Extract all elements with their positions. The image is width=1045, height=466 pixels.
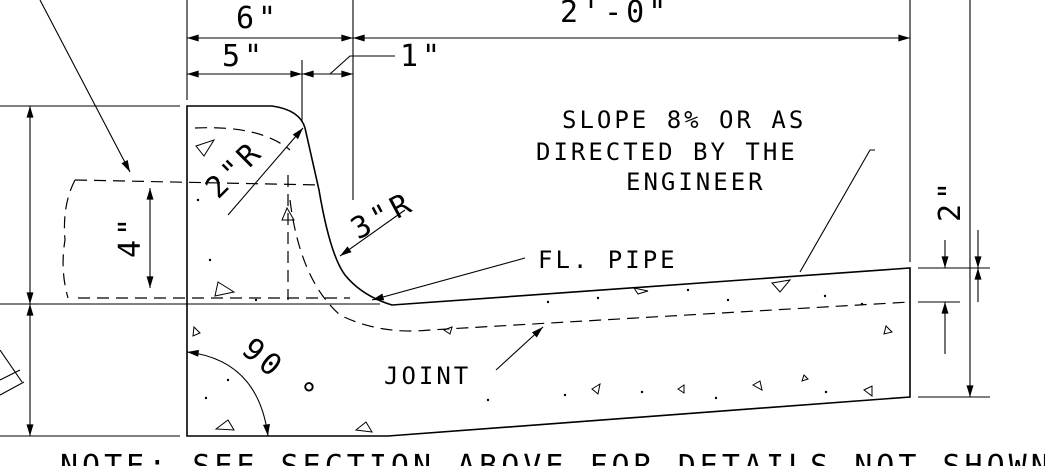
radius-2in: 2"R [199,134,271,206]
dim-6in: 6" [236,1,280,36]
dim-4in: 4" [113,214,148,258]
dim-5in: 5" [222,39,266,74]
extension-lines [0,0,990,437]
curb-outline [186,105,911,437]
dim-1in: 1" [400,39,444,74]
radius-3in: 3"R [345,185,420,247]
callout-slope-line3: ENGINEER [626,168,766,196]
dim-2ft-0in: 2'-0" [560,0,670,30]
angle-90: 90 ° [235,331,325,415]
aggregate-symbols [192,139,893,433]
callout-slope-line2: DIRECTED BY THE [536,138,798,166]
callout-fl-pipe: FL. PIPE [538,246,678,274]
leader-lines [0,0,875,437]
note-text: NOTE: SEE SECTION ABOVE FOR DETAILS NOT … [60,449,1045,466]
dashed-hidden-lines [62,127,911,332]
dim-2in-right: 2" [933,178,968,222]
callout-joint: JOINT [384,362,471,390]
callout-slope-line1: SLOPE 8% OR AS [562,106,806,134]
dimension-lines [26,0,982,437]
